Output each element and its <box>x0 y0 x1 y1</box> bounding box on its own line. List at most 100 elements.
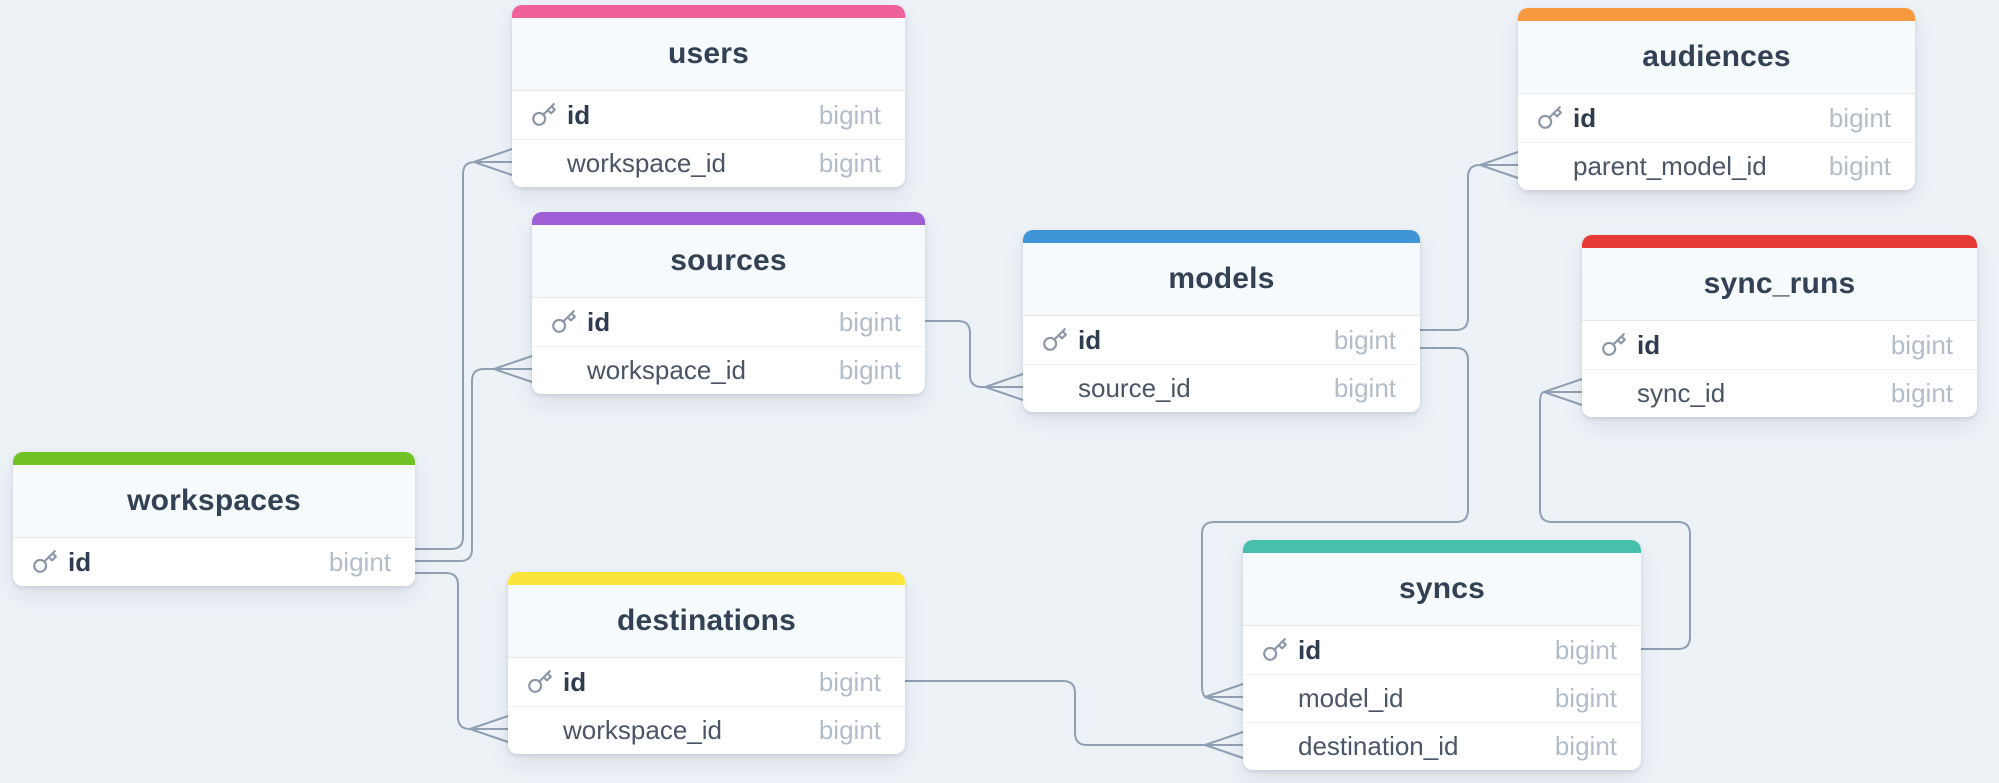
column-name: id <box>587 307 610 338</box>
column-row: workspace_id bigint <box>512 139 905 187</box>
column-type: bigint <box>1304 325 1396 356</box>
table-accent-bar <box>532 212 925 225</box>
edge-workspaces-sources <box>415 356 532 561</box>
column-name: source_id <box>1078 373 1191 404</box>
column-row: id bigint <box>1243 626 1641 674</box>
key-slot <box>1537 105 1573 131</box>
column-type: bigint <box>789 100 881 131</box>
column-name: id <box>1637 330 1660 361</box>
table-columns: id bigint source_id bigint <box>1023 316 1420 412</box>
column-name: id <box>1078 325 1101 356</box>
table-title: syncs <box>1243 553 1641 626</box>
table-columns: id bigint workspace_id bigint <box>512 91 905 187</box>
column-name: destination_id <box>1298 731 1458 762</box>
column-name: parent_model_id <box>1573 151 1767 182</box>
column-row: id bigint <box>512 91 905 139</box>
primary-key-icon <box>1601 332 1627 358</box>
column-type: bigint <box>789 715 881 746</box>
column-row: sync_id bigint <box>1582 369 1977 417</box>
column-row: model_id bigint <box>1243 674 1641 722</box>
column-type: bigint <box>1861 378 1953 409</box>
primary-key-icon <box>1537 105 1563 131</box>
table-columns: id bigint sync_id bigint <box>1582 321 1977 417</box>
column-row: id bigint <box>1023 316 1420 364</box>
column-name: sync_id <box>1637 378 1725 409</box>
column-row: id bigint <box>1518 94 1915 142</box>
column-name: id <box>1298 635 1321 666</box>
table-title: sources <box>532 225 925 298</box>
column-type: bigint <box>1525 731 1617 762</box>
key-slot <box>32 549 68 575</box>
column-type: bigint <box>1861 330 1953 361</box>
column-row: id bigint <box>1582 321 1977 369</box>
column-row: id bigint <box>508 658 905 706</box>
column-type: bigint <box>789 667 881 698</box>
column-name: workspace_id <box>587 355 746 386</box>
table-accent-bar <box>13 452 415 465</box>
table-title: audiences <box>1518 21 1915 94</box>
table-models[interactable]: models id bigint source_id bigint <box>1023 230 1420 412</box>
table-accent-bar <box>1243 540 1641 553</box>
column-type: bigint <box>1799 103 1891 134</box>
column-row: workspace_id bigint <box>532 346 925 394</box>
key-slot <box>551 309 587 335</box>
table-title: workspaces <box>13 465 415 538</box>
table-accent-bar <box>1023 230 1420 243</box>
table-workspaces[interactable]: workspaces id bigint <box>13 452 415 586</box>
column-row: id bigint <box>532 298 925 346</box>
column-row: workspace_id bigint <box>508 706 905 754</box>
key-slot <box>527 669 563 695</box>
table-accent-bar <box>508 572 905 585</box>
column-row: destination_id bigint <box>1243 722 1641 770</box>
primary-key-icon <box>531 102 557 128</box>
column-type: bigint <box>1304 373 1396 404</box>
column-type: bigint <box>1799 151 1891 182</box>
edge-workspaces-destinations <box>415 573 508 742</box>
edge-workspaces-users <box>415 149 512 549</box>
column-type: bigint <box>809 355 901 386</box>
column-type: bigint <box>809 307 901 338</box>
column-name: id <box>68 547 91 578</box>
table-columns: id bigint workspace_id bigint <box>508 658 905 754</box>
table-accent-bar <box>1518 8 1915 21</box>
column-row: source_id bigint <box>1023 364 1420 412</box>
table-title: destinations <box>508 585 905 658</box>
column-name: id <box>567 100 590 131</box>
column-row: id bigint <box>13 538 415 586</box>
column-type: bigint <box>299 547 391 578</box>
primary-key-icon <box>1042 327 1068 353</box>
table-title: users <box>512 18 905 91</box>
table-columns: id bigint workspace_id bigint <box>532 298 925 394</box>
table-accent-bar <box>1582 235 1977 248</box>
column-type: bigint <box>1525 635 1617 666</box>
table-title: sync_runs <box>1582 248 1977 321</box>
edge-destinations-syncs <box>905 681 1243 758</box>
column-row: parent_model_id bigint <box>1518 142 1915 190</box>
table-destinations[interactable]: destinations id bigint workspace_id bigi… <box>508 572 905 754</box>
table-sources[interactable]: sources id bigint workspace_id bigint <box>532 212 925 394</box>
primary-key-icon <box>32 549 58 575</box>
primary-key-icon <box>1262 637 1288 663</box>
key-slot <box>1601 332 1637 358</box>
column-name: id <box>563 667 586 698</box>
column-name: id <box>1573 103 1596 134</box>
key-slot <box>1042 327 1078 353</box>
table-syncs[interactable]: syncs id bigint model_id bigint destinat… <box>1243 540 1641 770</box>
column-name: model_id <box>1298 683 1404 714</box>
table-accent-bar <box>512 5 905 18</box>
table-title: models <box>1023 243 1420 316</box>
primary-key-icon <box>527 669 553 695</box>
column-name: workspace_id <box>567 148 726 179</box>
table-columns: id bigint model_id bigint destination_id… <box>1243 626 1641 770</box>
table-columns: id bigint parent_model_id bigint <box>1518 94 1915 190</box>
table-audiences[interactable]: audiences id bigint parent_model_id bigi… <box>1518 8 1915 190</box>
edge-models-audiences <box>1420 152 1518 330</box>
key-slot <box>1262 637 1298 663</box>
table-users[interactable]: users id bigint workspace_id bigint <box>512 5 905 187</box>
key-slot <box>531 102 567 128</box>
table-sync-runs[interactable]: sync_runs id bigint sync_id bigint <box>1582 235 1977 417</box>
edge-sources-models <box>925 321 1023 400</box>
primary-key-icon <box>551 309 577 335</box>
column-name: workspace_id <box>563 715 722 746</box>
